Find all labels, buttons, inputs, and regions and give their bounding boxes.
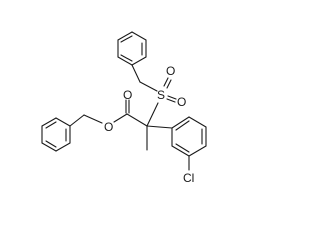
- sulfonyl-group: S O O: [146, 64, 186, 127]
- sulfonyl-oxygen-right: O: [177, 95, 186, 109]
- quaternary-center: [126, 113, 173, 151]
- benzyl-sulfonyl-linker: [131, 64, 158, 92]
- carbonyl-oxygen: O: [123, 88, 132, 102]
- structure-canvas: S O O O O: [41, 31, 207, 185]
- sulfur-atom: S: [157, 88, 165, 102]
- ester-oxygen: O: [104, 120, 113, 134]
- top-phenyl-ring: [117, 31, 147, 66]
- chlorine-atom: Cl: [183, 171, 194, 185]
- chemical-structure: S O O O O: [41, 31, 207, 185]
- benzyl-ester-phenyl-ring: [41, 117, 71, 152]
- ester-group: O O: [69, 88, 132, 134]
- sulfonyl-oxygen-top: O: [166, 64, 175, 78]
- chlorophenyl-ring: [171, 116, 207, 171]
